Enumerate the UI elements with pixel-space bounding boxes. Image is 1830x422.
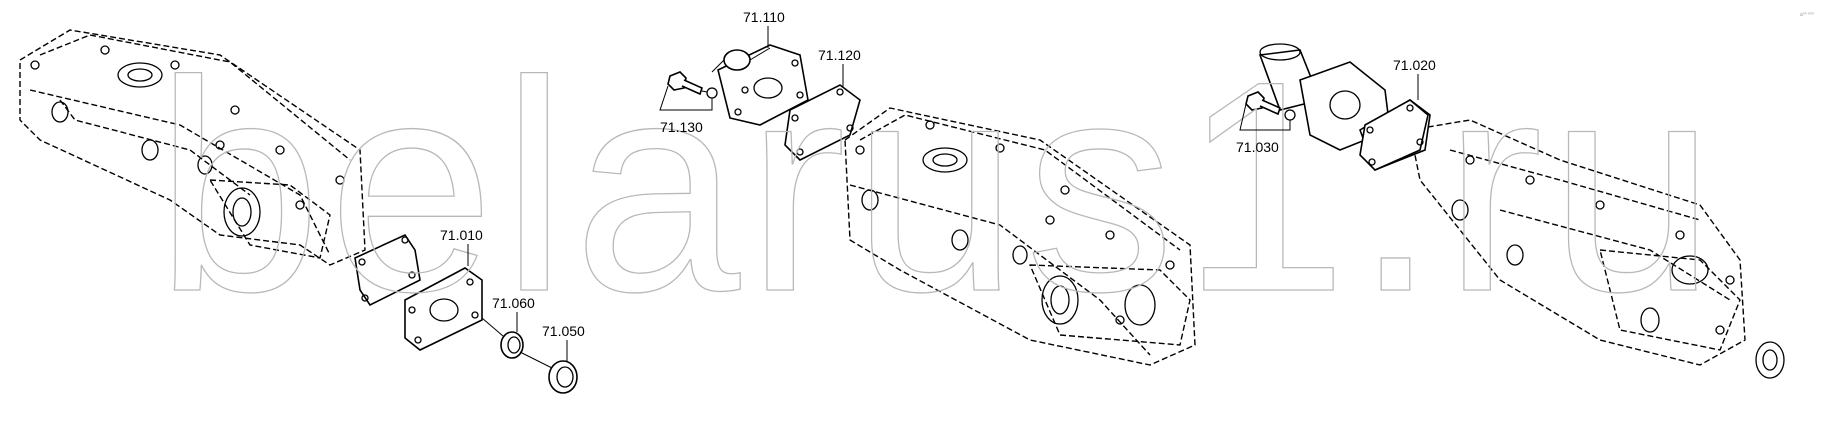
- top-gasket: [784, 84, 861, 161]
- corner-mark: a⁰⁰ ⁰⁰⁰: [1800, 12, 1814, 18]
- end-cap: [519, 351, 578, 394]
- watermark-text: belarus1.ru: [155, 18, 1722, 354]
- top-bolt: [667, 71, 718, 99]
- callout-71-060: 71.060: [492, 295, 535, 311]
- left-housing-assembly: [19, 29, 366, 266]
- callout-leaders: [467, 26, 1419, 362]
- callout-71-020: 71.020: [1393, 57, 1436, 73]
- callout-71-110: 71.110: [743, 9, 785, 25]
- callout-71-030: 71.030: [1236, 139, 1279, 155]
- callout-71-130: 71.130: [660, 119, 703, 135]
- callout-71-050: 71.050: [542, 323, 585, 339]
- callout-71-010: 71.010: [440, 227, 483, 243]
- left-gasket: [354, 233, 421, 307]
- middle-housing-assembly: [844, 107, 1196, 366]
- left-flange: [404, 267, 483, 351]
- callout-71-120: 71.120: [818, 47, 861, 63]
- right-gasket: [1359, 99, 1429, 171]
- top-flange: [711, 44, 809, 126]
- seal-ring: [481, 317, 524, 359]
